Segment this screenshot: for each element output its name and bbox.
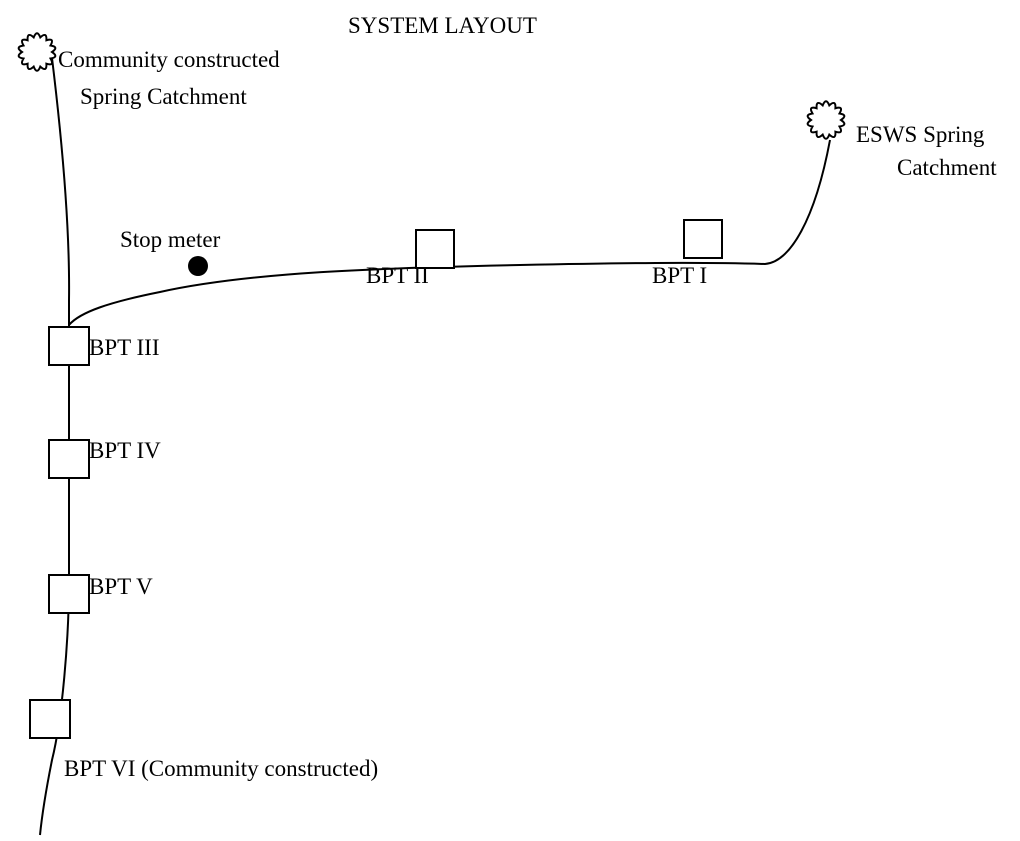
main-pipeline: [39, 57, 71, 836]
bpt-4-box: [48, 439, 90, 479]
bpt-4-label: BPT IV: [89, 438, 161, 463]
branch-pipeline: [68, 139, 831, 326]
community-spring-label-line1: Community constructed: [58, 47, 280, 72]
bpt-6-label: BPT VI (Community constructed): [64, 756, 379, 781]
bpt-5-box: [48, 574, 90, 614]
community-spring-label-line2: Spring Catchment: [80, 84, 247, 109]
esws-spring-icon: [806, 100, 846, 140]
bpt-1-label: BPT I: [652, 263, 708, 288]
esws-spring-label-line2: Catchment: [897, 155, 997, 180]
bpt-2-label: BPT II: [366, 263, 429, 288]
bpt-3-box: [48, 326, 90, 366]
esws-spring-label-line1: ESWS Spring: [856, 122, 985, 147]
bpt-5-label: BPT V: [89, 574, 153, 599]
diagram-title: SYSTEM LAYOUT: [348, 13, 537, 38]
bpt-6-box: [29, 699, 71, 739]
stop-meter-icon: [188, 256, 208, 276]
stop-meter-label: Stop meter: [120, 227, 221, 252]
bpt-1-box: [683, 219, 723, 259]
bpt-3-label: BPT III: [89, 335, 160, 360]
community-spring-icon: [17, 32, 57, 72]
bpt-2-box: [415, 229, 455, 269]
